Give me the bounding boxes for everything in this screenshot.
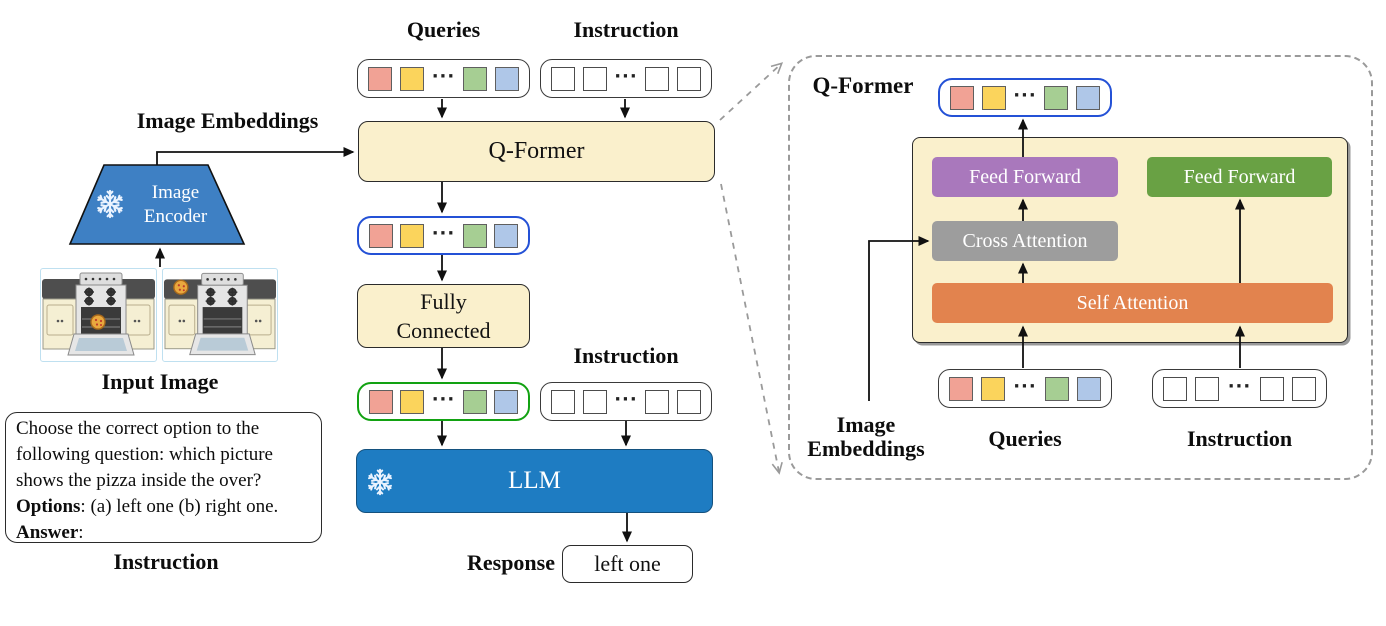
snowflake-icon (366, 468, 394, 496)
ellipsis: ··· (614, 388, 638, 410)
instruction-token-row-top: ··· (540, 59, 712, 98)
instruction-line-3: shows the pizza inside the over? (16, 470, 262, 491)
feed-forward-left-label: Feed Forward (969, 165, 1081, 188)
panel-queries-label: Queries (988, 426, 1062, 451)
panel-output-token-row: ··· (938, 78, 1112, 117)
token-square (493, 223, 518, 248)
token-square (494, 66, 519, 91)
token-square (369, 389, 393, 414)
panel-qformer-title: Q-Former (812, 73, 914, 98)
instruction-label-mid: Instruction (573, 343, 679, 368)
fully-connected-label: Fully Connected (396, 289, 491, 343)
panel-instruction-label: Instruction (1186, 426, 1293, 451)
token-square (462, 389, 487, 414)
instruction-prompt-box: Choose the correct option to the followi… (5, 412, 322, 543)
image-encoder-label: Image Encoder (143, 182, 208, 227)
qformer-label: Q-Former (488, 138, 585, 164)
fully-connected-box: Fully Connected (357, 284, 530, 348)
pizza-icon (90, 314, 106, 330)
llm-label: LLM (508, 467, 561, 494)
stove-illustration-pizza-on-counter (163, 272, 277, 356)
stove-illustration-pizza-in-oven (42, 272, 155, 356)
instruction-token-row-mid: ··· (540, 382, 712, 421)
token-square (676, 66, 701, 91)
token-square (551, 66, 575, 91)
zoom-callout-lines (719, 62, 784, 475)
answer-colon: : (78, 522, 84, 543)
token-square (645, 66, 670, 91)
token-square (369, 223, 393, 248)
token-square (399, 66, 424, 91)
self-attention-label: Self Attention (1076, 291, 1189, 314)
ellipsis: ··· (1013, 84, 1037, 106)
feed-forward-right-label: Feed Forward (1183, 165, 1296, 188)
panel-queries-token-row: ··· (938, 369, 1112, 408)
token-square (981, 85, 1006, 110)
panel-instruction-token-row: ··· (1152, 369, 1327, 408)
ellipsis: ··· (1013, 375, 1037, 397)
token-square (493, 389, 518, 414)
queries-label: Queries (406, 17, 481, 42)
feed-forward-right-box: Feed Forward (1147, 157, 1332, 197)
ellipsis: ··· (431, 65, 456, 87)
queries-token-row: ··· (357, 59, 530, 98)
instruction-line-4: Options: (a) left one (b) right one. (16, 494, 311, 520)
token-square (1075, 85, 1100, 110)
input-image-caption: Input Image (101, 369, 219, 394)
cross-attention-box: Cross Attention (932, 221, 1118, 261)
instruction-caption: Instruction (113, 549, 219, 574)
response-label: Response (466, 550, 555, 575)
input-image-left (40, 268, 157, 362)
token-square (400, 389, 425, 414)
token-square (645, 389, 670, 414)
token-square (949, 376, 973, 401)
qformer-detail-panel (788, 55, 1373, 480)
image-embeddings-label: Image Embeddings (136, 108, 319, 133)
token-square (582, 66, 607, 91)
input-image-right (162, 268, 278, 362)
instruction-line-1: Choose the correct option to the (16, 418, 260, 439)
instruction-line-5: Answer: (16, 520, 311, 546)
token-square (676, 389, 701, 414)
token-square (1044, 376, 1069, 401)
response-box: left one (562, 545, 693, 583)
token-square (1076, 376, 1101, 401)
ellipsis: ··· (431, 388, 456, 410)
token-square (1291, 376, 1316, 401)
ellipsis: ··· (614, 65, 638, 87)
token-square (400, 223, 425, 248)
answer-label: Answer (16, 522, 79, 543)
llm-box: LLM (356, 449, 713, 513)
query-output-token-row: ··· (357, 216, 530, 255)
projected-token-row: ··· (357, 382, 530, 421)
cross-attention-label: Cross Attention (962, 229, 1088, 252)
token-square (551, 389, 575, 414)
instruction-label-top: Instruction (573, 17, 679, 42)
options-text: : (a) left one (b) right one. (80, 496, 279, 517)
token-square (462, 223, 487, 248)
ellipsis: ··· (1227, 375, 1252, 397)
token-square (1195, 376, 1220, 401)
image-encoder-block: Image Encoder (68, 164, 246, 245)
ellipsis: ··· (431, 222, 456, 244)
response-value: left one (594, 551, 661, 576)
token-square (1044, 85, 1069, 110)
token-square (582, 389, 607, 414)
self-attention-box: Self Attention (932, 283, 1333, 323)
token-square (1259, 376, 1284, 401)
pizza-icon (173, 279, 189, 295)
instruction-line-2: following question: which picture (16, 444, 273, 465)
token-square (981, 376, 1006, 401)
token-square (463, 66, 488, 91)
image-encoder-trapezoid (68, 164, 246, 245)
token-square (368, 66, 392, 91)
snowflake-icon (95, 189, 125, 219)
options-label: Options (16, 496, 81, 517)
qformer-box: Q-Former (358, 121, 715, 182)
token-square (1163, 376, 1187, 401)
panel-image-embeddings-label: Image Embeddings (807, 412, 925, 461)
token-square (950, 85, 974, 110)
feed-forward-left-box: Feed Forward (932, 157, 1118, 197)
